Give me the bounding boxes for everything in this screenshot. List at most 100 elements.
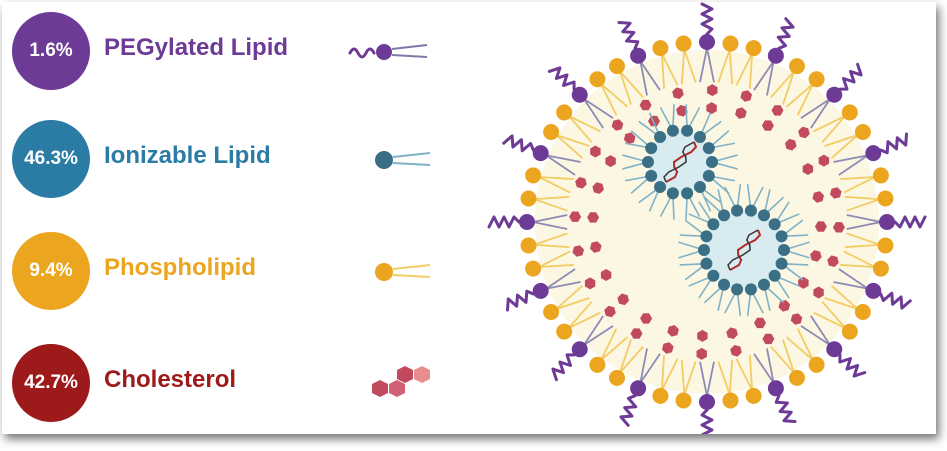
- lipid-tail: [833, 281, 868, 290]
- peg-chain: [774, 394, 797, 423]
- ionizable-lipid-head: [744, 283, 757, 296]
- phospholipid-head: [520, 237, 537, 254]
- lipid-tail: [600, 328, 618, 361]
- lipid-tail: [699, 361, 708, 397]
- ionizable-lipid-head: [700, 257, 713, 270]
- figure-card: 1.6% PEGylated Lipid 46.3% Ionizable Lip…: [2, 2, 936, 434]
- lipid-tail: [532, 214, 568, 223]
- lipid-tail: [838, 268, 869, 290]
- phospholipid-head: [520, 190, 537, 207]
- lipid-tail: [813, 311, 846, 329]
- percent-badge: 9.4%: [12, 232, 90, 310]
- cholesterol-icon: [372, 366, 430, 397]
- phospholipid-head: [745, 387, 762, 404]
- peg-chain: [506, 289, 535, 312]
- cholesterol-hexagon: [662, 342, 674, 354]
- cholesterol-hexagon: [569, 211, 582, 222]
- legend-label: PEGylated Lipid: [104, 34, 289, 61]
- peg-lipid-head: [826, 341, 843, 358]
- cholesterol-hexagon: [697, 329, 708, 342]
- lipid-tail: [706, 47, 715, 83]
- lipid-tail: [556, 134, 590, 147]
- cholesterol-hexagon: [667, 325, 679, 337]
- cholesterol-hexagon: [762, 333, 775, 345]
- lipid-tail: [749, 53, 753, 89]
- lipid-tail: [844, 243, 880, 249]
- lipid-tail: [600, 336, 629, 361]
- lipid-tail: [568, 115, 601, 133]
- cholesterol-hexagon: [813, 286, 824, 299]
- peg-chain: [547, 66, 576, 91]
- cholesterol-hexagon: [592, 182, 604, 194]
- lipid-tail: [782, 71, 795, 105]
- lipid-tail: [766, 348, 775, 383]
- lipid-tail: [766, 61, 775, 96]
- peg-lipid-head: [630, 47, 647, 64]
- phospholipid-head: [877, 237, 894, 254]
- lipid-tail: [555, 134, 584, 159]
- ionizable-lipid-head: [758, 278, 770, 291]
- lipid-tail: [568, 300, 593, 329]
- lipid-tail: [619, 71, 632, 105]
- phospholipid-head: [652, 40, 669, 57]
- lipid-tail: [534, 243, 570, 249]
- cholesterol-hexagon: [810, 250, 822, 262]
- peg-chain: [879, 132, 908, 155]
- cholesterol-hexagon: [812, 191, 824, 203]
- percent-badge: 1.6%: [12, 12, 90, 90]
- ionizable-lipid-head: [693, 181, 706, 194]
- lnp-shell: [487, 2, 927, 434]
- cholesterol-hexagon: [798, 126, 810, 139]
- cholesterol-hexagon: [630, 328, 643, 339]
- phospholipid-head: [675, 392, 692, 409]
- ionizable-lipid-head: [666, 124, 679, 137]
- peg-chain: [879, 291, 912, 310]
- legend-item-phospholipid: 9.4% Phospholipid: [12, 232, 452, 312]
- legend-label: Phospholipid: [104, 254, 256, 281]
- cholesterol-hexagon: [605, 155, 616, 168]
- cholesterol-hexagon: [617, 293, 629, 306]
- peg-chain: [838, 62, 863, 91]
- ionizable-lipid-head: [775, 257, 788, 270]
- peg-lipid-head: [699, 394, 715, 410]
- cholesterol-hexagon: [640, 313, 653, 324]
- phospholipid-head: [722, 392, 739, 409]
- cholesterol-hexagon: [730, 345, 742, 357]
- lipid-tail: [639, 60, 661, 91]
- lipid-tail: [821, 115, 846, 144]
- peg-lipid-icon: [348, 44, 428, 60]
- lipid-tail: [568, 115, 593, 144]
- lipid-tail: [538, 176, 571, 194]
- cholesterol-hexagon: [575, 177, 587, 189]
- lipid-tail: [800, 325, 831, 346]
- ionizable-lipid-head: [768, 269, 781, 282]
- cholesterol-hexagon: [771, 105, 784, 116]
- peg-lipid-head: [826, 86, 843, 103]
- lipid-tail: [717, 361, 731, 395]
- legend-item-peg-lipid: 1.6% PEGylated Lipid: [12, 12, 452, 92]
- percent-value: 9.4%: [29, 260, 73, 281]
- lipid-tail: [661, 355, 665, 391]
- rna-strand: [665, 141, 698, 183]
- lipid-tail: [796, 83, 814, 116]
- lipid-tail: [538, 250, 571, 268]
- ionizable-lipid-head: [681, 187, 694, 200]
- lipid-tail: [846, 198, 880, 212]
- lipid-tail: [796, 328, 814, 361]
- phospholipid-head: [609, 58, 625, 75]
- lipid-tail: [735, 53, 753, 86]
- ionizable-lipid-head: [702, 169, 715, 182]
- cholesterol-hexagon: [611, 119, 624, 131]
- peg-chain: [551, 353, 576, 382]
- ionizable-lipid-head: [758, 209, 770, 222]
- phospholipid-head: [589, 356, 606, 373]
- ionizable-lipid-head: [645, 169, 658, 182]
- phospholipid-head: [789, 58, 805, 75]
- lipid-tail: [782, 339, 795, 373]
- lipid-tail: [749, 355, 753, 391]
- lipid-tail: [810, 98, 831, 129]
- legend-label: Ionizable Lipid: [104, 142, 271, 169]
- ionizable-lipid-head: [700, 230, 713, 243]
- lipid-tail: [545, 268, 576, 290]
- lipid-tail: [538, 264, 574, 268]
